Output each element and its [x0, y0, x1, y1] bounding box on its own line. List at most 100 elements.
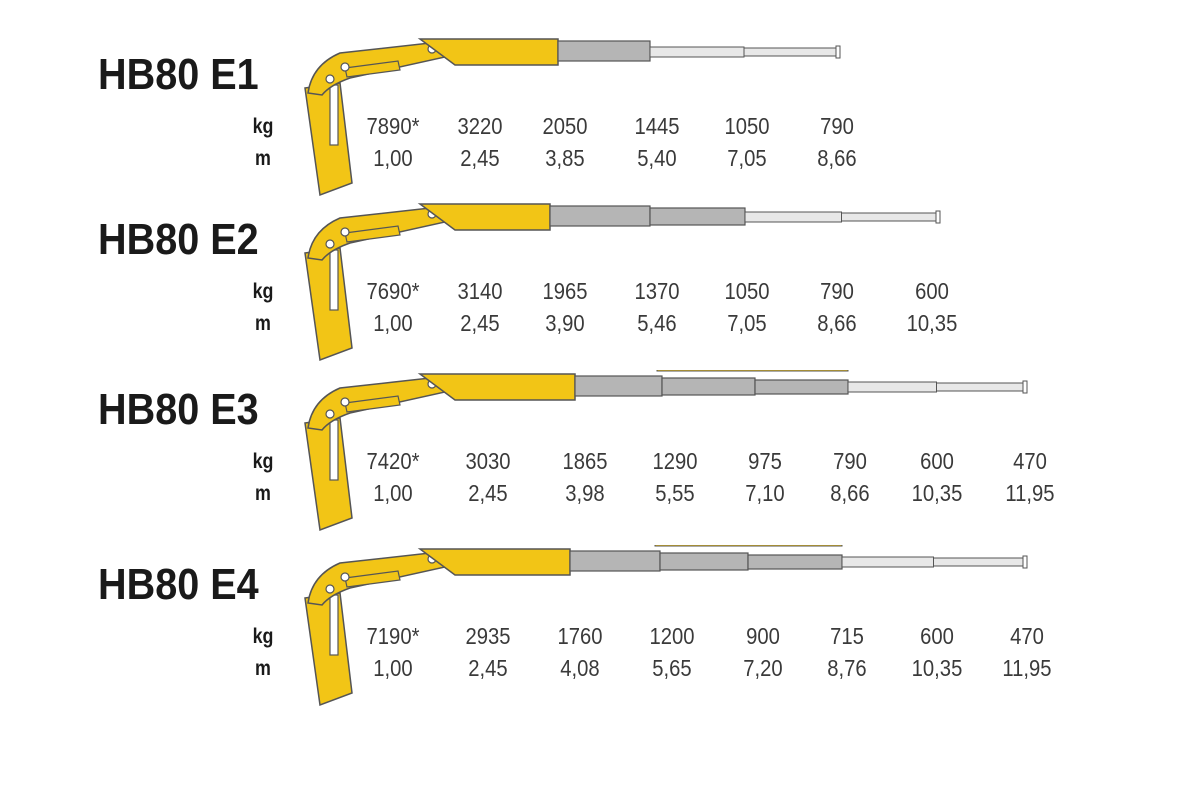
lift-cylinder [344, 225, 401, 243]
load-value: 470 [1013, 448, 1047, 474]
reach-value: 5,46 [637, 310, 677, 336]
crane-column [304, 82, 353, 197]
unit-reach-label: m [255, 147, 271, 170]
load-value: 3220 [457, 113, 503, 139]
outer-boom [417, 38, 559, 66]
boom-tip [1022, 555, 1028, 569]
extension-1 [569, 550, 661, 572]
crane-column [304, 592, 353, 707]
load-value: 600 [920, 448, 954, 474]
unit-load-label: kg [252, 450, 274, 473]
crane-boom-diagram-icon [304, 370, 1028, 532]
load-value: 975 [748, 448, 782, 474]
extension-3 [747, 554, 843, 570]
model-title: HB80 E1 [98, 50, 259, 99]
load-value: 1290 [652, 448, 698, 474]
load-value: 7190* [366, 623, 420, 649]
boom-tip [935, 210, 941, 224]
lift-cylinder [344, 570, 401, 588]
load-value: 1445 [634, 113, 680, 139]
reach-value: 8,66 [817, 145, 857, 171]
hinge-pin [340, 227, 350, 237]
manual-extension [744, 211, 842, 223]
unit-load-label: kg [252, 115, 274, 138]
reach-value: 7,05 [727, 145, 767, 171]
reach-value: 1,00 [373, 310, 413, 336]
load-value: 600 [920, 623, 954, 649]
column-cylinder [329, 419, 339, 481]
outer-boom [417, 203, 551, 231]
load-value: 2050 [542, 113, 588, 139]
reach-value: 11,95 [1002, 655, 1052, 681]
crane-column [304, 247, 353, 362]
hinge-pin [340, 572, 350, 582]
load-value: 1050 [724, 113, 770, 139]
hinge-pin [340, 62, 350, 72]
reach-value: 3,85 [545, 145, 585, 171]
load-value: 1965 [542, 278, 588, 304]
load-value: 715 [830, 623, 864, 649]
extension-cylinder [654, 545, 843, 547]
hinge-pin [325, 584, 335, 594]
crane-column [304, 417, 353, 532]
load-value: 600 [915, 278, 949, 304]
load-value: 470 [1010, 623, 1044, 649]
manual-extension [933, 557, 1026, 567]
load-value: 1050 [724, 278, 770, 304]
load-value: 3140 [457, 278, 503, 304]
reach-value: 7,20 [743, 655, 783, 681]
manual-extension [649, 46, 745, 58]
lift-cylinder [344, 60, 401, 78]
reach-value: 2,45 [468, 480, 508, 506]
reach-value: 8,66 [817, 310, 857, 336]
reach-value: 5,40 [637, 145, 677, 171]
unit-reach-label: m [255, 312, 271, 335]
hinge-pin [340, 397, 350, 407]
extension-1 [557, 40, 651, 62]
crane-boom-diagram-icon [304, 545, 1028, 707]
column-cylinder [329, 84, 339, 146]
load-value: 900 [746, 623, 780, 649]
model-title: HB80 E2 [98, 215, 259, 264]
reach-value: 3,90 [545, 310, 585, 336]
hinge-pin [325, 74, 335, 84]
reach-value: 10,35 [906, 310, 958, 336]
load-value: 790 [833, 448, 867, 474]
reach-value: 5,55 [655, 480, 695, 506]
reach-value: 1,00 [373, 655, 413, 681]
extension-1 [549, 205, 651, 227]
load-value: 1760 [557, 623, 603, 649]
model-title: HB80 E3 [98, 385, 259, 434]
load-value: 1370 [634, 278, 680, 304]
boom-tip [835, 45, 841, 59]
manual-extension [847, 381, 937, 393]
lift-cylinder [344, 395, 401, 413]
unit-load-label: kg [252, 280, 274, 303]
extension-2 [661, 377, 756, 396]
extension-2 [659, 552, 749, 571]
load-value: 790 [820, 278, 854, 304]
extension-3 [754, 379, 849, 395]
reach-value: 7,05 [727, 310, 767, 336]
reach-value: 5,65 [652, 655, 692, 681]
reach-value: 1,00 [373, 145, 413, 171]
reach-value: 2,45 [460, 310, 500, 336]
model-title: HB80 E4 [98, 560, 259, 609]
reach-value: 7,10 [745, 480, 785, 506]
reach-value: 1,00 [373, 480, 413, 506]
unit-load-label: kg [252, 625, 274, 648]
reach-value: 10,35 [911, 480, 963, 506]
outer-boom [417, 373, 576, 401]
load-value: 1200 [649, 623, 695, 649]
hinge-pin [325, 239, 335, 249]
load-value: 1865 [562, 448, 608, 474]
unit-reach-label: m [255, 657, 271, 680]
reach-value: 8,76 [827, 655, 867, 681]
extension-cylinder [656, 370, 849, 372]
manual-extension [841, 556, 934, 568]
load-value: 790 [820, 113, 854, 139]
load-value: 3030 [465, 448, 511, 474]
